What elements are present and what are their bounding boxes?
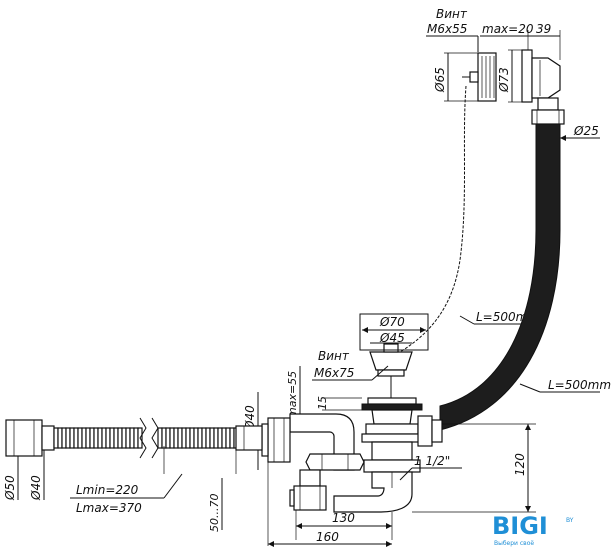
hose-rib [185, 427, 191, 449]
label-lmax: Lmax=370 [76, 501, 142, 515]
plug-dimensions: Ø70 Ø45 Винт M6x75 15 max=55 Ø40 1 1/2" … [243, 313, 536, 513]
label-dim50-70: 50...70 [208, 494, 221, 532]
siphon-body [261, 413, 365, 511]
label-dim160: 160 [316, 530, 339, 544]
hose-rib [129, 427, 135, 449]
label-d73: Ø73 [497, 67, 511, 93]
flex-hose-connector [235, 425, 263, 451]
hose-rib [177, 427, 183, 449]
siphon-outlet [293, 485, 327, 511]
label-screw-top: M6x55 [427, 22, 467, 36]
label-d65: Ø65 [433, 67, 447, 93]
label-d45: Ø45 [379, 331, 405, 345]
hose-rib [133, 427, 139, 449]
label-dim130: 130 [332, 511, 355, 525]
hose-rib [197, 427, 203, 449]
hose-rib [217, 427, 223, 449]
hose-rib [205, 427, 211, 449]
logo-text: BIGI [492, 512, 548, 540]
label-hose-length: L=500mm [548, 378, 611, 392]
label-vint-top: Винт [436, 7, 468, 21]
label-d70: Ø70 [379, 315, 405, 329]
hose-rib [209, 427, 215, 449]
overflow-flange [521, 49, 533, 103]
overflow-dimensions: Винт M6x55 max=20 39 Ø65 Ø73 Ø25 [426, 7, 600, 141]
overflow-assembly [462, 49, 565, 125]
hose-rib [161, 427, 167, 449]
label-thread: 1 1/2" [414, 454, 450, 468]
overflow-grille [477, 52, 497, 102]
label-vint-mid: Винт [318, 349, 350, 363]
hose-rib [221, 427, 227, 449]
siphon-bend [333, 471, 413, 513]
label-dim120: 120 [513, 453, 527, 476]
label-d25: Ø25 [573, 124, 599, 138]
drain-flange [361, 403, 423, 411]
drain-body [365, 423, 419, 435]
drain-lower-nut [363, 459, 421, 473]
siphon-side-nut [305, 453, 365, 471]
label-d40-left: Ø40 [29, 475, 43, 501]
hose-rib [173, 427, 179, 449]
drain-plug-assembly [333, 343, 443, 513]
hose-rib [229, 427, 235, 449]
hose-rib [157, 427, 163, 449]
siphon-left-nut [267, 417, 291, 463]
label-lmin: Lmin=220 [76, 483, 139, 497]
drain-plug [369, 351, 413, 371]
hose-rib [169, 427, 175, 449]
flex-hose-end-cap [5, 419, 43, 457]
label-dim39: 39 [536, 22, 551, 36]
overflow-body [531, 57, 561, 99]
hose-rib [165, 427, 171, 449]
flex-hose [5, 417, 263, 459]
hose-rib [193, 427, 199, 449]
hose-rib [189, 427, 195, 449]
hose-rib [181, 427, 187, 449]
label-max55: max=55 [286, 371, 299, 418]
logo-tagline: Выбери своё [494, 540, 534, 547]
logo-suffix: BY [566, 517, 574, 524]
hose-rib [201, 427, 207, 449]
label-d50: Ø50 [3, 475, 17, 501]
hose-rib [125, 427, 131, 449]
control-cable [385, 85, 467, 361]
bigi-logo: BIGI BY Выбери своё [492, 512, 574, 547]
hose-nut [417, 415, 433, 447]
label-max20: max=20 [482, 22, 534, 36]
overflow-hose [439, 123, 561, 431]
label-dim15: 15 [316, 396, 329, 410]
hose-rib [225, 427, 231, 449]
hose-rib [213, 427, 219, 449]
hose-dimensions: Ø50 Ø40 Lmin=220 Lmax=370 50...70 130 16… [3, 446, 393, 547]
label-d40-vertical: Ø40 [243, 405, 257, 431]
label-screw-mid: M6x75 [314, 366, 354, 380]
flex-hose-corrugation [53, 427, 239, 449]
